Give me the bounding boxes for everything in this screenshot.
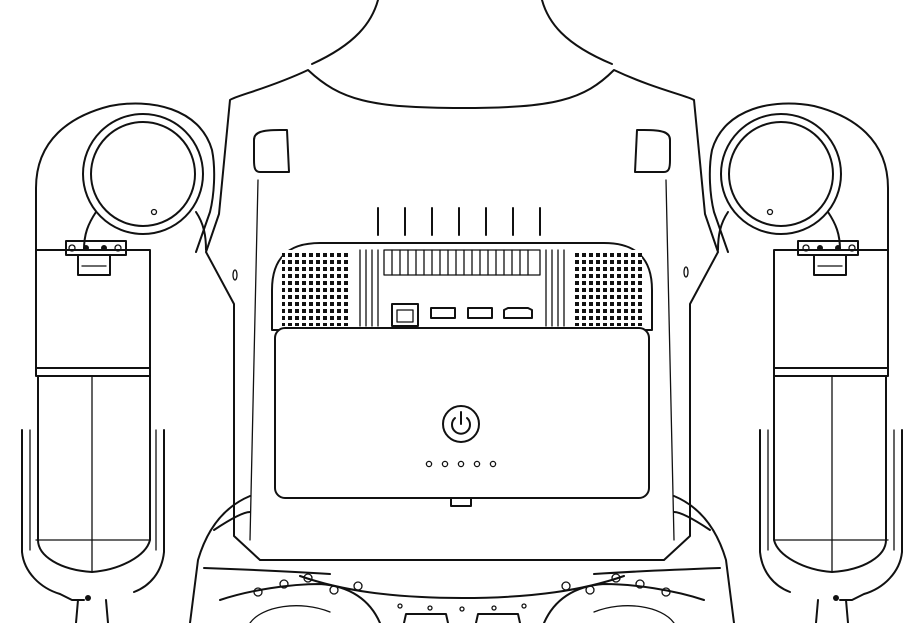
power-icon	[451, 417, 471, 435]
vent-grid-right	[574, 250, 642, 326]
hdmi-port	[503, 307, 533, 319]
top-vent-slots	[377, 207, 541, 236]
left-shoulder-clamp	[65, 240, 127, 276]
waist-hip	[189, 495, 735, 623]
vent-grid-left	[282, 250, 350, 326]
status-leds	[425, 460, 497, 468]
usb-port	[467, 307, 493, 319]
right-shoulder-clamp	[797, 240, 859, 276]
head-neck	[311, 0, 613, 65]
cover-latch	[450, 497, 472, 507]
power-button[interactable]	[442, 405, 480, 443]
right-arm	[708, 102, 903, 623]
ethernet-port	[391, 303, 419, 327]
compute-module	[271, 242, 653, 331]
left-arm	[21, 102, 216, 623]
torso-outline	[205, 69, 719, 561]
io-ports	[391, 303, 533, 327]
usb-port	[430, 307, 456, 319]
battery-cover	[274, 327, 650, 507]
fin-row	[359, 249, 565, 327]
